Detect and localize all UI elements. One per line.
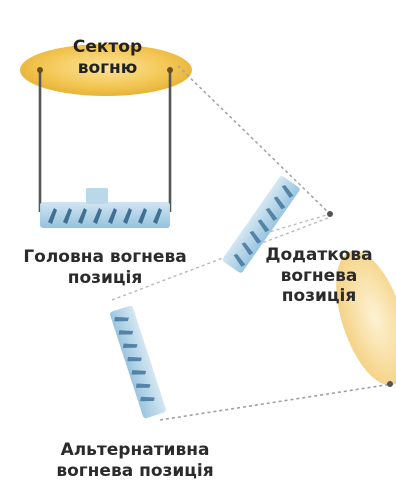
- main-position-label: Головна вогнева позиція: [2, 247, 208, 288]
- alternative-position-line-2: вогнева позиція: [56, 460, 214, 481]
- main-position-line-1: Головна вогнева: [23, 247, 187, 267]
- aux-sector-top-marker: [327, 211, 333, 217]
- auxiliary-position-unit: [222, 176, 300, 273]
- sector-right-marker: [167, 67, 173, 73]
- main-position-line-2: позиція: [67, 267, 143, 288]
- auxiliary-position-label: Додаткова вогнева позиція: [257, 245, 381, 307]
- aux-upper-boundary-line: [177, 65, 331, 215]
- alt-lower-boundary-line: [159, 383, 393, 421]
- alt-upper-boundary-line: [111, 217, 329, 301]
- auxiliary-position-line-3: позиція: [281, 286, 357, 307]
- sector-left-marker: [37, 67, 43, 73]
- auxiliary-position-line-2: вогнева: [280, 265, 358, 286]
- alternative-position-label: Альтернативна вогнева позиція: [20, 440, 250, 481]
- sector-of-fire-line-2: вогню: [77, 57, 138, 78]
- sector-of-fire-ellipse: [20, 44, 192, 96]
- sector-of-fire-label: Сектор вогню: [55, 37, 160, 78]
- auxiliary-sector-ellipse: [336, 250, 396, 386]
- aux-sector-bottom-marker: [387, 381, 393, 387]
- alternative-position-unit: [110, 305, 166, 419]
- alternative-position-line-1: Альтернативна: [60, 440, 210, 460]
- sector-of-fire-line-1: Сектор: [72, 37, 143, 57]
- auxiliary-position-line-1: Додаткова: [265, 245, 373, 265]
- main-position-unit: [40, 188, 170, 228]
